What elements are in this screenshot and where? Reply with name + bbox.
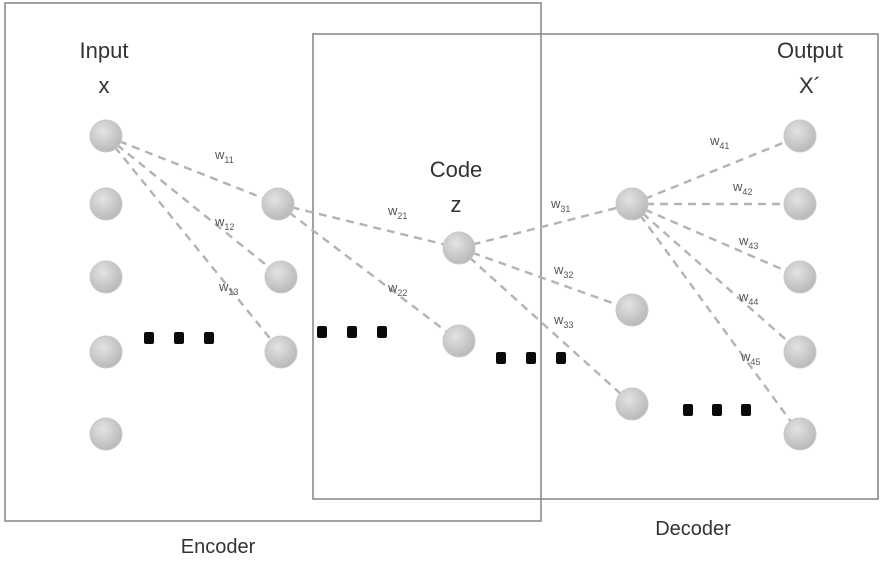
decoder-node — [615, 293, 649, 327]
code-title: Code — [430, 157, 483, 182]
weight-label-w32: w32 — [553, 262, 573, 280]
weight-label-w33: w33 — [553, 312, 573, 330]
ellipsis-code — [496, 352, 566, 364]
svg-text:w42: w42 — [732, 179, 752, 197]
weight-label-w21: w21 — [387, 203, 407, 221]
ellipsis-input — [144, 332, 214, 344]
input-layer — [89, 119, 123, 451]
output-node — [783, 119, 817, 153]
weight-label-w12: w12 — [214, 214, 234, 232]
decoder-node — [615, 387, 649, 421]
input-node — [89, 260, 123, 294]
decoder-hidden-layer — [615, 187, 649, 421]
input-node — [89, 187, 123, 221]
input-node — [89, 417, 123, 451]
edges-encoder-2 — [277, 202, 460, 342]
edge-w12 — [105, 135, 282, 278]
weight-label-w45: w45 — [740, 349, 760, 367]
input-variable: x — [99, 73, 110, 98]
weight-label-w41: w41 — [709, 133, 729, 151]
svg-text:w13: w13 — [218, 279, 238, 297]
weight-label-w31: w31 — [550, 196, 570, 214]
svg-text:w11: w11 — [214, 147, 234, 165]
decoder-box — [312, 33, 879, 500]
ellipsis-encoder — [317, 326, 387, 338]
encoder-node — [261, 187, 295, 221]
output-title: Output — [777, 38, 843, 63]
output-node — [783, 260, 817, 294]
weight-label-w44: w44 — [738, 289, 758, 307]
encoder-hidden-layer — [261, 187, 298, 369]
code-node — [442, 231, 476, 265]
input-node — [89, 119, 123, 153]
decoder-node — [615, 187, 649, 221]
edge-w44 — [631, 203, 801, 353]
output-node — [783, 417, 817, 451]
encoder-box — [4, 2, 542, 522]
output-variable: X´ — [799, 73, 821, 98]
code-variable: z — [451, 192, 462, 217]
weight-label-w22: w22 — [387, 280, 407, 298]
edge-w22 — [277, 203, 460, 342]
weight-label-w43: w43 — [738, 233, 758, 251]
edge-w33 — [458, 247, 633, 405]
weight-label-w13: w13 — [218, 279, 238, 297]
ellipsis-decoder — [683, 404, 751, 416]
input-node — [89, 335, 123, 369]
output-layer — [783, 119, 817, 451]
edge-w32 — [458, 246, 633, 312]
edges-decoder-1 — [458, 202, 633, 405]
output-node — [783, 187, 817, 221]
edge-w41 — [631, 134, 801, 206]
encoder-node — [264, 260, 298, 294]
edges-encoder-1 — [105, 134, 282, 353]
svg-text:w21: w21 — [387, 203, 407, 221]
edge-w13 — [105, 135, 282, 353]
svg-text:w31: w31 — [550, 196, 570, 214]
svg-text:w41: w41 — [709, 133, 729, 151]
svg-text:w12: w12 — [214, 214, 234, 232]
weight-label-w11: w11 — [214, 147, 234, 165]
code-node — [442, 324, 476, 358]
edge-w11 — [105, 134, 279, 206]
input-title: Input — [80, 38, 129, 63]
svg-text:w33: w33 — [553, 312, 573, 330]
svg-text:w44: w44 — [738, 289, 758, 307]
code-layer — [442, 231, 476, 358]
decoder-label: Decoder — [655, 518, 731, 540]
svg-text:w45: w45 — [740, 349, 760, 367]
edge-w43 — [631, 202, 801, 279]
encoder-node — [264, 335, 298, 369]
edge-w31 — [458, 202, 633, 250]
output-node — [783, 335, 817, 369]
svg-text:w22: w22 — [387, 280, 407, 298]
svg-text:w32: w32 — [553, 262, 573, 280]
svg-text:w43: w43 — [738, 233, 758, 251]
edges-decoder-2 — [631, 134, 801, 435]
encoder-label: Encoder — [181, 536, 256, 558]
edge-w21 — [277, 202, 460, 250]
weight-label-w42: w42 — [732, 179, 752, 197]
edge-w45 — [631, 203, 801, 435]
